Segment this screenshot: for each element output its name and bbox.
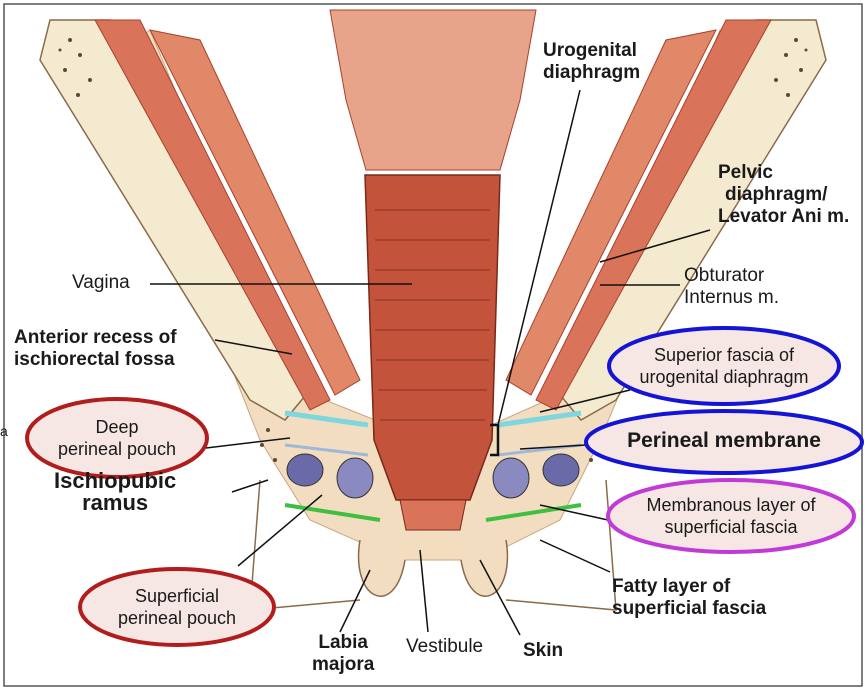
label-edge-letter: a <box>0 420 8 442</box>
label-vestibule: Vestibule <box>406 636 483 658</box>
oval-text-perineal-membrane: Perineal membrane <box>586 430 862 452</box>
vagina-shape <box>365 175 500 500</box>
label-vagina: Vagina <box>72 272 130 294</box>
vestibule-shape <box>400 500 466 530</box>
label-skin: Skin <box>523 640 563 662</box>
pelvic-tube <box>330 10 536 170</box>
